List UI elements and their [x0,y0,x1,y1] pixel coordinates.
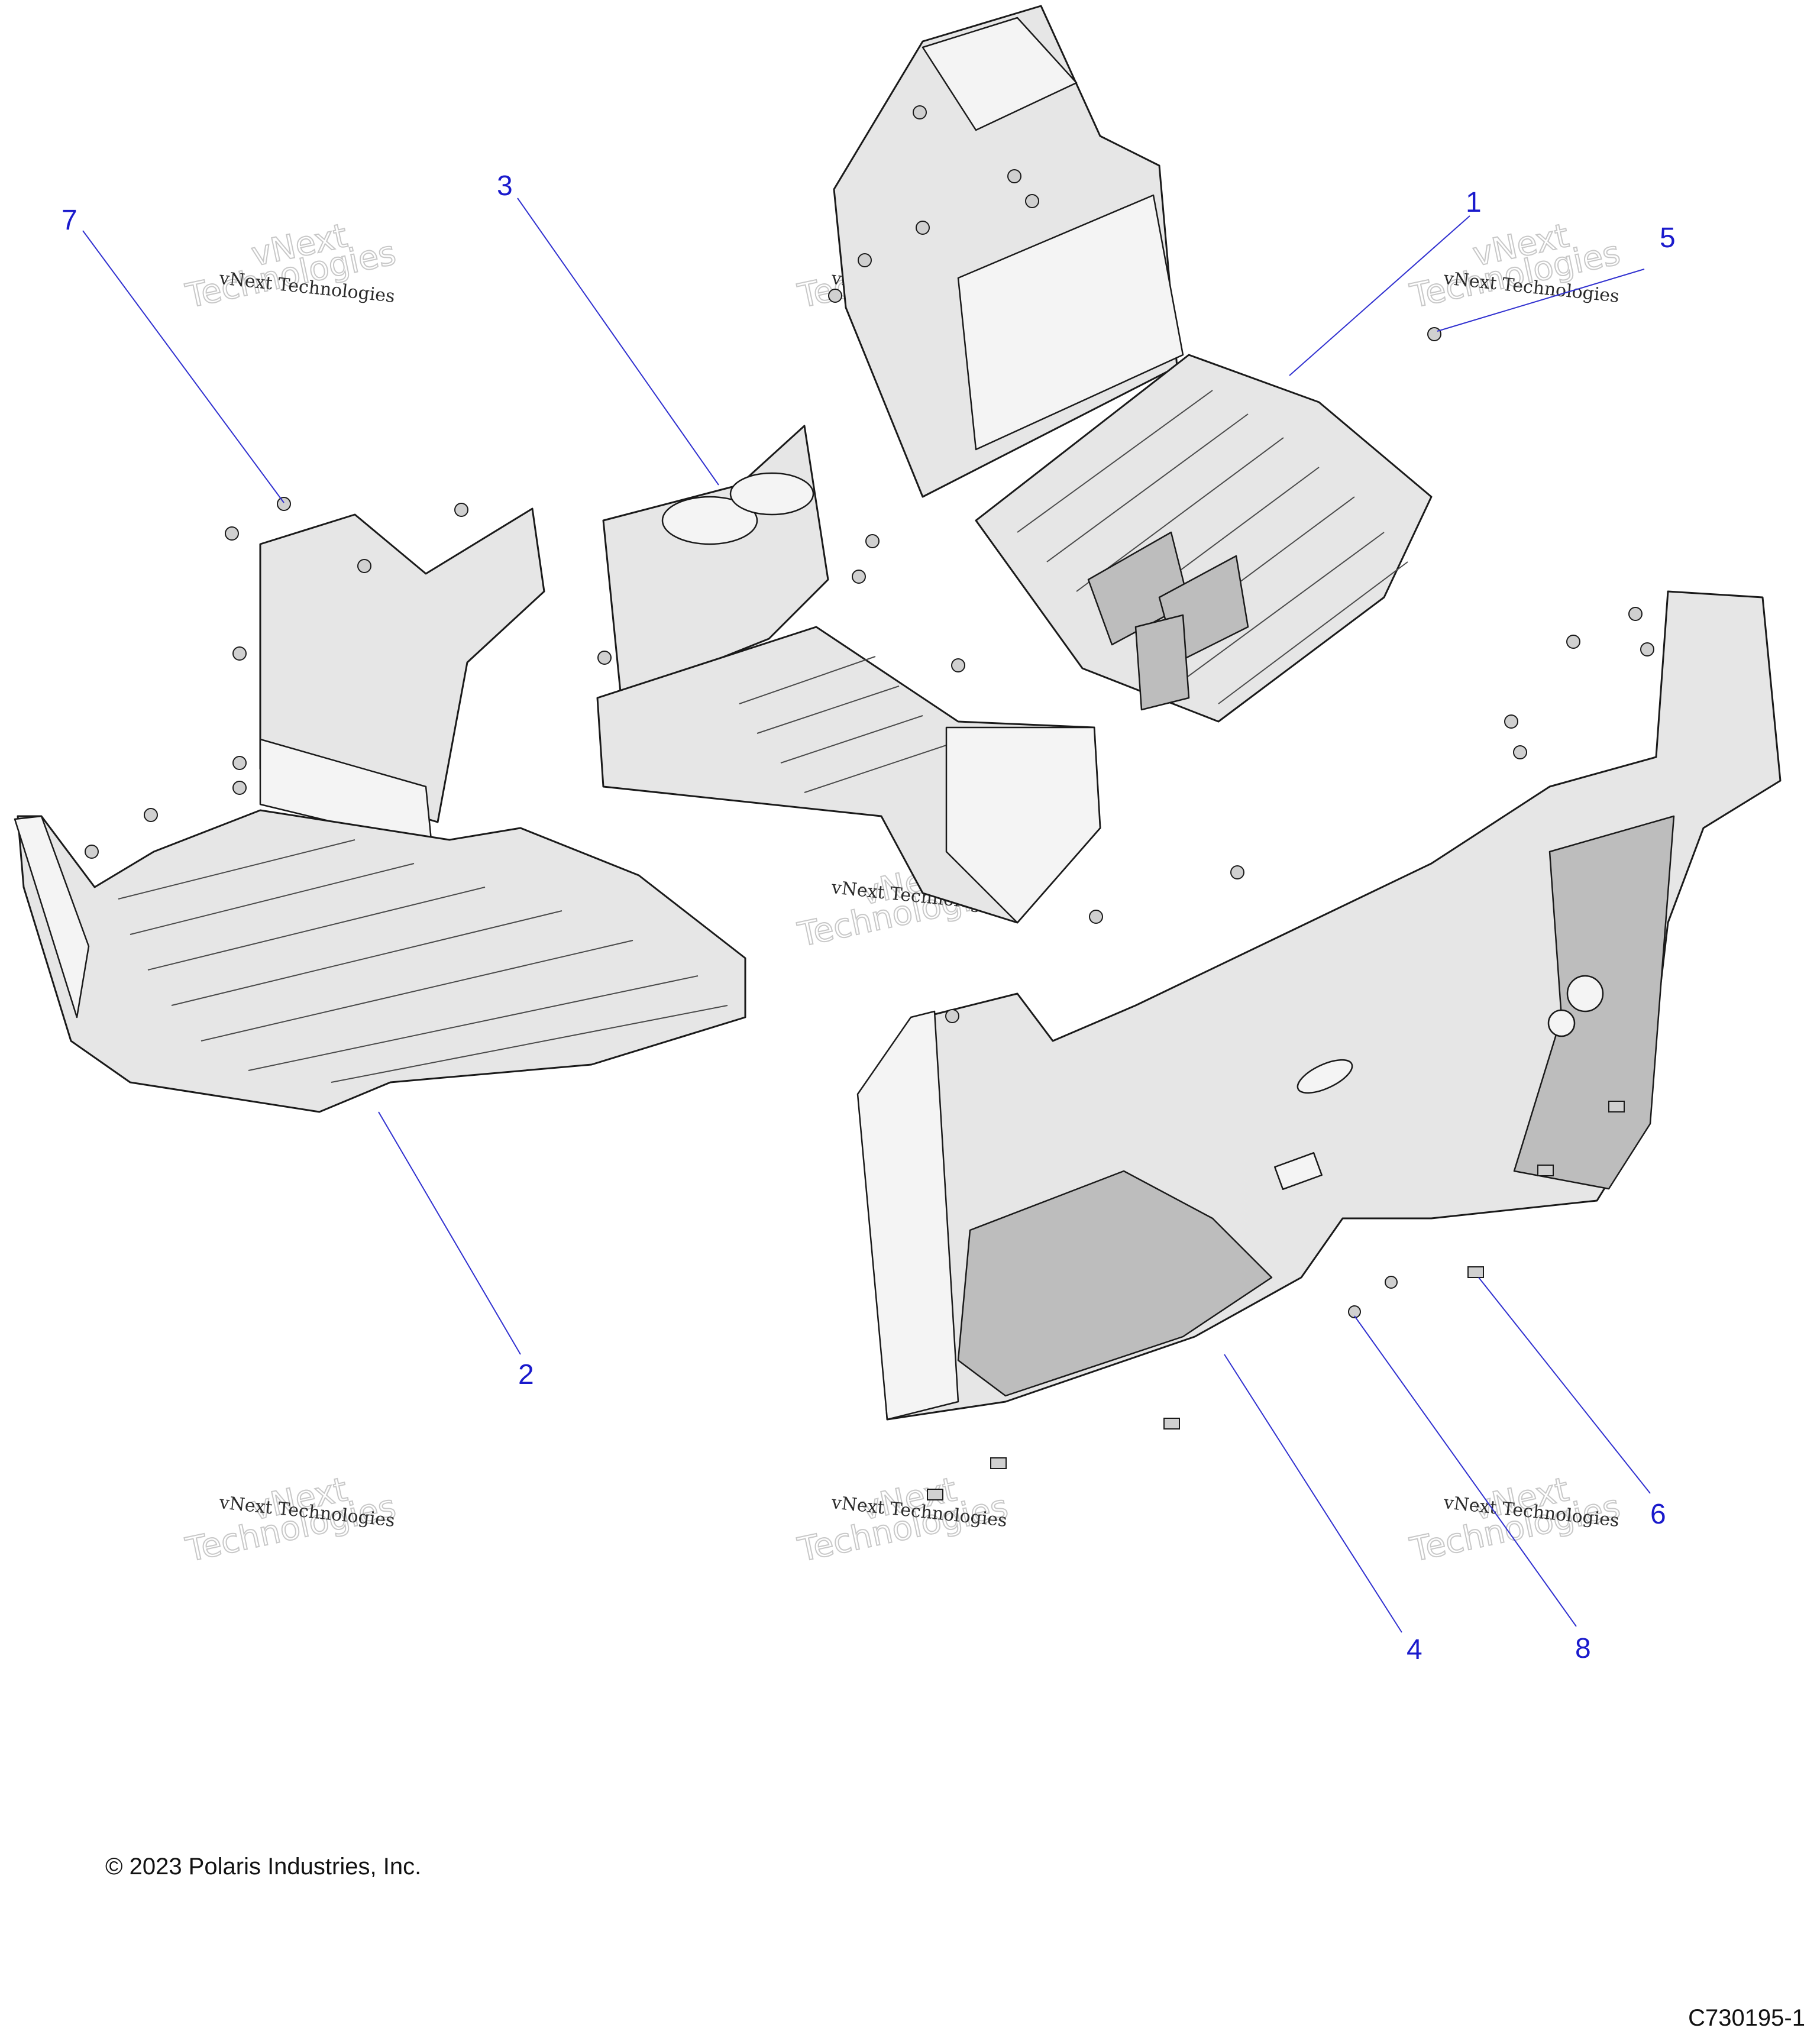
leader-lines [82,198,1651,1633]
rear-floor-wall-face [957,194,1184,451]
watermark-bottom-center: Technologies vNext vNext Technologies [794,1470,1011,1570]
leader-line-7 [82,230,284,503]
fastener-group [85,105,1654,1500]
part-front-floor-panel-left [14,507,746,1113]
callout-5[interactable]: 5 [1660,222,1676,254]
push-rivet-icon [232,781,247,795]
console-grate-pattern [739,656,947,793]
callout-6[interactable]: 6 [1650,1499,1666,1530]
push-rivet-icon [454,503,468,517]
grommet-nut-icon [1385,1276,1398,1289]
push-rivet-icon [1504,714,1518,729]
firewall-port-hole-1 [1566,975,1604,1013]
push-rivet-icon [1089,910,1103,924]
front-floor-grate-pattern [118,839,728,1083]
watermark-bottom-right: Technologies vNext vNext Technologies [1406,1470,1624,1570]
leader-line-4 [1224,1354,1402,1633]
part-rear-floor-panel [833,5,1433,723]
push-rivet-icon [85,845,99,859]
firewall-lower-shadow [957,1170,1273,1397]
callout-1[interactable]: 1 [1466,187,1482,218]
leader-line-2 [378,1111,521,1355]
part-center-console [596,425,1101,924]
push-rivet-icon [144,808,158,822]
push-rivet-icon [1566,635,1580,649]
push-rivet-icon [357,559,371,573]
push-rivet-icon [916,221,930,235]
watermark-top-left: Technologies vNext vNext Technologies [182,216,399,316]
rear-floor-top-flange [922,17,1078,131]
rear-floor-center-tunnel [1134,614,1190,711]
callout-2[interactable]: 2 [518,1359,534,1390]
push-rivet-icon [1025,194,1039,208]
front-floor-deck [17,809,746,1113]
copyright-notice: © 2023 Polaris Industries, Inc. [105,1854,422,1880]
push-rivet-icon [945,1009,959,1023]
push-rivet-icon [852,570,866,584]
push-rivet-icon [913,105,927,119]
console-tunnel-cover [945,726,1101,924]
push-rivet-icon [1628,607,1643,621]
front-floor-side-rail [14,815,90,1018]
push-rivet-icon [1007,169,1021,183]
watermark-bottom-left: Technologies vNext vNext Technologies [182,1470,399,1570]
clip-nut-icon [1608,1101,1625,1112]
push-rivet-icon [232,756,247,770]
firewall-port-hole-2 [1547,1009,1576,1037]
callout-3[interactable]: 3 [497,170,513,202]
figure-code: C730195-1 [1688,2005,1805,2031]
firewall-switch-cutout [1274,1152,1323,1191]
clip-nut-icon [1467,1266,1484,1278]
callout-4[interactable]: 4 [1407,1634,1422,1665]
leader-line-6 [1478,1277,1651,1494]
push-rivet-icon [277,497,291,511]
part-firewall-dash-panel [856,590,1782,1421]
cup-holder-right-icon [729,472,814,516]
leader-line-8 [1354,1315,1577,1627]
push-rivet-icon [225,526,239,541]
callout-labels: 1 2 3 4 5 6 7 8 [62,170,1676,1665]
leader-line-1 [1289,215,1470,376]
push-rivet-icon [1640,642,1654,656]
clip-nut-icon [990,1457,1007,1469]
push-rivet-icon [597,651,612,665]
push-rivet-icon [1230,865,1244,879]
leader-line-3 [517,198,719,486]
cup-holder-left-icon [661,496,758,545]
push-rivet-icon [951,658,965,672]
push-rivet-icon [865,534,880,548]
push-rivet-icon [1427,327,1441,341]
leader-line-5 [1437,269,1645,332]
clip-nut-icon [927,1489,943,1500]
push-rivet-icon [828,289,842,303]
clip-nut-icon [1537,1165,1554,1176]
clip-nut-icon [1163,1418,1180,1429]
watermark-top-right: Technologies vNext vNext Technologies [1406,216,1624,316]
callout-7[interactable]: 7 [62,205,77,236]
firewall-oval-cutout [1297,1059,1353,1094]
push-rivet-icon [232,646,247,661]
grommet-nut-icon [1348,1305,1361,1318]
firewall-left-flange [856,1010,959,1421]
callout-8[interactable]: 8 [1575,1633,1591,1664]
rear-floor-grate-pattern [1017,390,1408,704]
push-rivet-icon [858,253,872,267]
push-rivet-icon [1513,745,1527,759]
